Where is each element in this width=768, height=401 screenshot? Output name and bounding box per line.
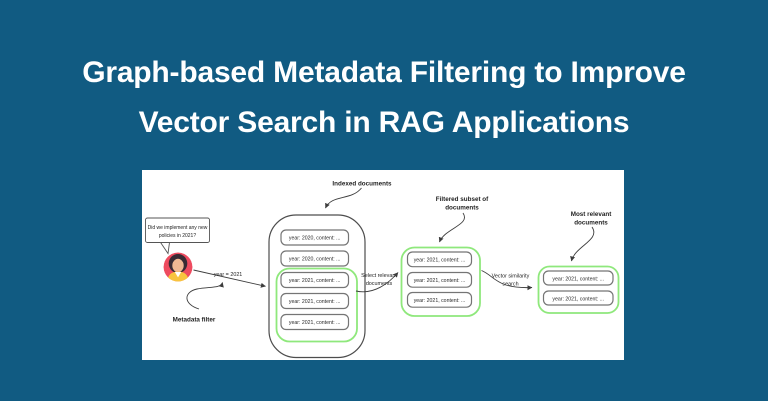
arrow-select-relevant (355, 272, 399, 293)
final-document-list: year: 2021, content: ... year: 2021, con… (542, 270, 614, 306)
arrow-indexed-label (325, 187, 362, 209)
indexed-documents-label: Indexed documents (332, 181, 392, 188)
most-relevant-label-2: documents (574, 219, 608, 226)
document-text: year: 2021, content: ... (289, 320, 341, 326)
user-avatar (163, 252, 193, 282)
document-text: year: 2020, content: ... (289, 236, 341, 242)
most-relevant-label-1: Most relevant (571, 211, 612, 218)
arrow-vector-similarity (481, 270, 533, 291)
arrow-filtered-label (438, 212, 465, 243)
page-title: Graph-based Metadata Filtering to Improv… (0, 48, 768, 148)
arrow-most-relevant-label (570, 226, 595, 262)
document-box (280, 229, 350, 246)
document-box (280, 271, 350, 289)
page-title-line-2: Vector Search in RAG Applications (138, 106, 630, 139)
filtered-subset-label-1: Filtered subset of (436, 196, 489, 203)
metadata-filter-label: Metadata filter (173, 317, 216, 324)
year-filter-label: year = 2021 (214, 272, 243, 278)
document-text: year: 2021, content: ... (414, 258, 466, 264)
document-text: year: 2021, content: ... (289, 299, 341, 305)
document-text: year: 2021, content: ... (552, 276, 604, 282)
document-box (406, 271, 473, 288)
indexed-document-list: year: 2020, content: ... year: 2020, con… (280, 229, 350, 331)
document-box (280, 313, 350, 331)
document-box (406, 251, 473, 268)
document-text: year: 2021, content: ... (414, 278, 466, 284)
document-text: year: 2020, content: ... (289, 257, 341, 263)
document-text: year: 2021, content: ... (289, 278, 341, 284)
highlight-indexed-2021 (275, 267, 358, 343)
arrow-metadata-filter (186, 282, 224, 310)
document-box (542, 270, 614, 286)
filtered-subset-label-2: documents (445, 204, 479, 211)
arrow-user-to-indexed (193, 269, 266, 288)
document-text: year: 2021, content: ... (552, 296, 604, 302)
document-box (280, 292, 350, 310)
page-title-line-1: Graph-based Metadata Filtering to Improv… (82, 56, 686, 89)
document-box (542, 290, 614, 306)
vector-similarity-label-1: Vector similarity (492, 274, 530, 280)
document-text: year: 2021, content: ... (414, 298, 466, 304)
user-question-line-2: policies in 2021? (159, 233, 196, 239)
bubble-tail (159, 241, 171, 255)
document-box (406, 291, 473, 308)
diagram-panel: Did we implement any new policies in 202… (142, 170, 624, 360)
rag-flow-diagram: Did we implement any new policies in 202… (145, 181, 620, 359)
select-relevant-label-1: Select relevant (361, 273, 397, 279)
user-question-line-1: Did we implement any new (148, 225, 208, 231)
user-question-bubble: Did we implement any new policies in 202… (145, 217, 210, 255)
vector-similarity-label-2: search (502, 282, 518, 288)
filtered-document-list: year: 2021, content: ... year: 2021, con… (406, 251, 473, 308)
select-relevant-label-2: documents (366, 281, 393, 287)
document-box (280, 250, 350, 267)
